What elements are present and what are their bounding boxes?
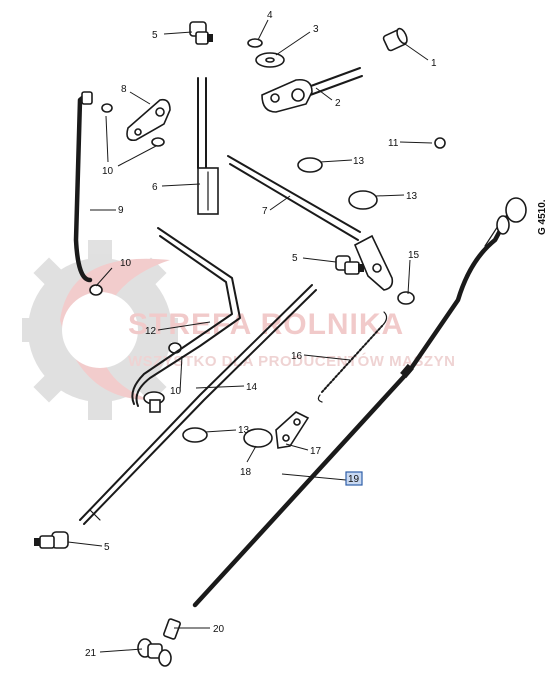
part-3-washer-hole [265, 57, 275, 63]
leader-lines [67, 19, 433, 653]
part-10-washer-a [101, 103, 113, 113]
callout-16: 16 [291, 351, 303, 362]
callout-21: 21 [85, 648, 97, 659]
callout-20: 20 [213, 624, 225, 635]
callout-14: 14 [246, 382, 258, 393]
callout-13-a: 13 [353, 156, 365, 167]
part-1-knob [382, 27, 408, 52]
callout-5-bottom: 5 [104, 542, 110, 553]
part-21-fitting [137, 638, 172, 667]
part-5-elbow-middle [335, 255, 364, 275]
part-13-washer-d [182, 427, 208, 443]
part-4-washer [247, 38, 263, 48]
callout-8: 8 [121, 84, 127, 95]
callout-2: 2 [335, 98, 341, 109]
part-8-plate [126, 98, 171, 142]
callout-7: 7 [262, 206, 268, 217]
part-13-washer-c [243, 428, 273, 448]
part-7-rod-lever [227, 155, 394, 291]
reference-code: G 4510. [537, 199, 548, 235]
callout-17: 17 [310, 446, 322, 457]
part-15-washer [397, 291, 415, 305]
watermark-brand: STREFA ROLNIKA [128, 308, 404, 341]
part-11-ring [434, 137, 446, 149]
callout-13-c: 13 [238, 425, 250, 436]
part-13-washer-b [348, 190, 378, 210]
callout-19: 19 [348, 474, 360, 485]
part-5-elbow-top [189, 21, 213, 45]
callout-18: 18 [240, 467, 252, 478]
callout-10-middle: 10 [120, 258, 132, 269]
callout-9: 9 [118, 205, 124, 216]
callout-5-top: 5 [152, 30, 158, 41]
watermark-tagline: WSZYSTKO DLA PRODUCENTÓW MASZYN [128, 352, 455, 370]
callout-19-highlight[interactable]: 19 [345, 471, 363, 486]
callout-5-middle: 5 [292, 253, 298, 264]
watermark: STREFA ROLNIKA WSZYSTKO DLA PRODUCENTÓW … [22, 240, 455, 420]
callout-12: 12 [145, 326, 157, 337]
part-20-screw [163, 618, 181, 640]
part-10-washer-d [168, 342, 182, 354]
part-13-washer-a [297, 157, 323, 173]
part-17-bracket [275, 411, 310, 449]
callout-4: 4 [267, 10, 273, 21]
part-14-long-rod [79, 284, 317, 525]
part-16-spring [317, 311, 388, 403]
callout-3: 3 [313, 24, 319, 35]
part-5-elbow-bottom [34, 531, 69, 549]
callout-11: 11 [388, 138, 399, 149]
part-6-screw [197, 77, 219, 215]
callout-6: 6 [152, 182, 158, 193]
part-2-rod-bracket [261, 67, 363, 113]
callout-10-bottom: 10 [170, 386, 182, 397]
callouts: 1 2 3 4 5 8 10 6 9 10 7 13 13 11 5 15 12… [85, 10, 437, 659]
callout-13-b: 13 [406, 191, 418, 202]
part-10-washer-b [151, 137, 165, 147]
callout-10-top: 10 [102, 166, 114, 177]
part-10-washer-c [89, 284, 103, 296]
part-19-cable [192, 197, 527, 608]
part-12-bent-rod [131, 227, 241, 413]
callout-1: 1 [431, 58, 437, 69]
part-9-rod [73, 91, 93, 283]
callout-15: 15 [408, 250, 420, 261]
